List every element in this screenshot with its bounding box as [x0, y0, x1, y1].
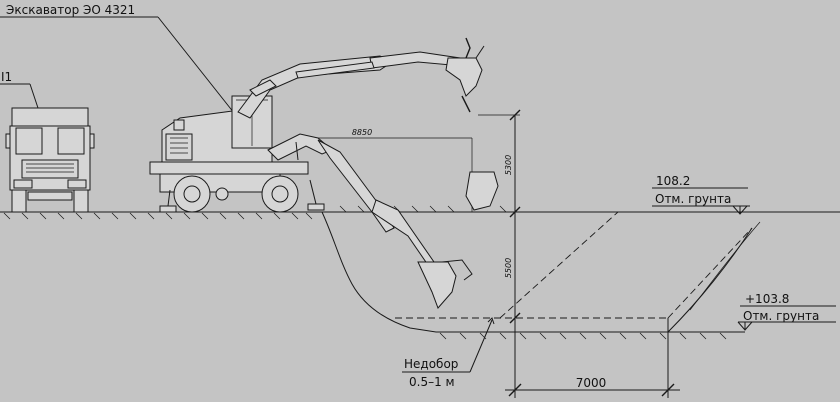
underexcavation-label: Недобор — [404, 357, 458, 371]
reach-dimension-label: 8850 — [352, 128, 372, 137]
ground-surface — [0, 205, 840, 220]
truck-tag: I1 — [1, 70, 12, 84]
bottom-elevation-value: +103.8 — [745, 292, 789, 306]
dump-truck — [0, 83, 95, 213]
width-dimension-label: 7000 — [576, 376, 607, 390]
excavator-dig-position — [267, 133, 499, 309]
bottom-ground-label: Отм. грунта — [743, 309, 819, 323]
bottom-elevation-marker — [737, 305, 836, 331]
underexcavation-range: 0.5–1 м — [409, 375, 455, 389]
design-trench-outline — [395, 211, 840, 319]
top-ground-label: Отм. грунта — [655, 192, 731, 206]
excavator — [149, 37, 485, 213]
dimension-width — [505, 318, 680, 398]
excavator-title: Экскаватор ЭО 4321 — [6, 3, 135, 17]
top-elevation-value: 108.2 — [656, 174, 690, 188]
dimension-vertical — [478, 109, 521, 324]
depth-dimension-label: 5500 — [504, 258, 513, 278]
excavator-title-leader — [0, 16, 240, 120]
trench-profile — [321, 211, 761, 340]
top-elevation-marker — [652, 187, 750, 215]
underexcavation-leader — [402, 317, 495, 373]
height-dimension-label: 5300 — [504, 155, 513, 175]
